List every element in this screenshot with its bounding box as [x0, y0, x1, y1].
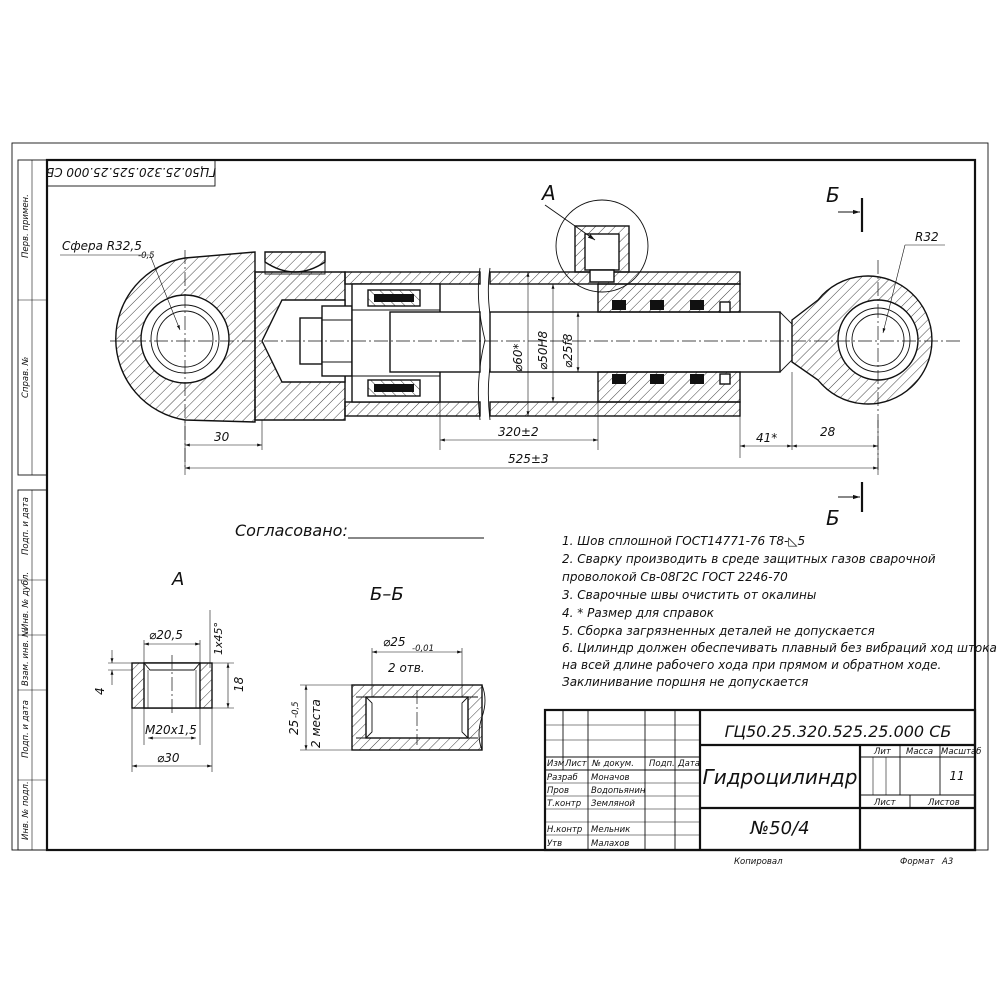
- strip-label-4: Взам. инв. №: [21, 628, 31, 686]
- dim-d50: ⌀50H8: [536, 330, 550, 370]
- dim-bb-d25-tol: -0,01: [412, 644, 434, 654]
- stamp-col-list: Лист: [564, 759, 588, 769]
- stamp-lit-header: Лит: [873, 747, 892, 757]
- stamp-name-2: Земляной: [591, 799, 635, 809]
- dim-bb-holes: 2 отв.: [388, 661, 425, 675]
- section-b-bottom: Б: [826, 506, 840, 530]
- stamp-role-0: Разраб: [547, 773, 578, 783]
- stamp-scale-value: 11: [949, 769, 964, 783]
- stamp-col-izm: Изм: [547, 759, 565, 769]
- title-block: ГЦ50.25.320.525.25.000 СБ Изм Лист № док…: [543, 708, 981, 852]
- mirrored-designation-box: [46, 159, 216, 187]
- dim-41: 41*: [756, 431, 777, 445]
- dim-a-chamfer: 1х45°: [212, 622, 225, 655]
- dim-a-d30: ⌀30: [157, 751, 180, 765]
- stamp-col-doc: № докум.: [591, 759, 634, 769]
- view-bb-title: Б–Б: [370, 584, 404, 605]
- strip-label-5: Подп. и дата: [21, 700, 31, 758]
- stamp-mass-header: Масса: [906, 747, 933, 757]
- dim-a-18: 18: [232, 676, 246, 692]
- section-b-top: Б: [826, 183, 840, 207]
- stamp-col-date: Дата: [677, 759, 700, 769]
- dim-a-thread: М20х1,5: [145, 723, 197, 737]
- stamp-role-1: Пров: [547, 786, 569, 796]
- note-line-4: 4. * Размер для справок: [562, 606, 715, 620]
- dim-a-4: 4: [93, 687, 107, 695]
- main-dimensions: Сфера R32,5 -0,5 R32 ⌀60* ⌀50H8 ⌀25f8 30…: [60, 230, 945, 475]
- note-line-5: 5. Сборка загрязненных деталей не допуск…: [562, 624, 875, 638]
- stamp-name-1: Водопьянин: [591, 786, 646, 796]
- dim-bb-25: 25: [287, 720, 301, 735]
- section-marks: А Б Б: [540, 181, 864, 530]
- approval-label: Согласовано:: [235, 521, 348, 540]
- dim-320: 320±2: [498, 425, 539, 439]
- note-line-8: Заклинивание поршня не допускается: [562, 675, 808, 689]
- technical-notes: 1. Шов сплошной ГОСТ14771-76 Т8-◺5 2. Св…: [562, 534, 997, 689]
- note-line-1: 2. Сварку производить в среде защитных г…: [562, 552, 936, 566]
- dim-525: 525±3: [508, 452, 549, 466]
- note-line-6: 6. Цилиндр должен обеспечивать плавный б…: [562, 641, 997, 655]
- format-label: Формат: [900, 857, 936, 867]
- drawing-title: Гидроцилиндр: [703, 765, 858, 789]
- dim-r32: R32: [915, 230, 939, 244]
- dim-sphere-tol: -0,5: [138, 251, 155, 261]
- section-a-label: А: [540, 181, 556, 205]
- dim-a-d205: ⌀20,5: [149, 628, 183, 642]
- stamp-name-5: Малахов: [591, 839, 629, 849]
- stamp-name-4: Мельник: [591, 825, 631, 835]
- note-line-0: 1. Шов сплошной ГОСТ14771-76 Т8-◺5: [562, 534, 805, 548]
- format-value: А3: [941, 857, 953, 867]
- stamp-role-5: Утв: [547, 839, 562, 849]
- stamp-sheet-label: Лист: [873, 798, 897, 808]
- strip-label-6: Инв. № подл.: [21, 781, 31, 840]
- dim-sphere: Сфера R32,5: [62, 239, 142, 253]
- strip-label-0: Перв. примен.: [21, 194, 31, 258]
- designation: ГЦ50.25.320.525.25.000 СБ: [725, 722, 952, 741]
- dim-d25: ⌀25f8: [561, 333, 575, 368]
- view-bb: Б–Б ⌀25 -0,01 2 отв. 25 -0,5 2 места: [287, 584, 486, 751]
- strip-label-1: Справ. №: [21, 356, 31, 398]
- strip-label-2: Подп. и дата: [21, 497, 31, 555]
- note-line-3: 3. Сварочные швы очистить от окалины: [562, 588, 816, 602]
- cylinder-main-view: [110, 199, 960, 470]
- dim-28: 28: [820, 425, 836, 439]
- dim-bb-places: 2 места: [309, 699, 323, 748]
- copied-label: Копировал: [734, 857, 783, 867]
- dim-bb-25-tol: -0,5: [291, 701, 301, 718]
- view-a-title: А: [171, 569, 184, 590]
- stamp-col-sign: Подп.: [649, 759, 675, 769]
- stamp-role-2: Т.контр: [547, 799, 581, 809]
- dim-30: 30: [214, 430, 230, 444]
- dim-d60: ⌀60*: [511, 344, 525, 373]
- note-line-2: проволокой Св-08Г2С ГОСТ 2246-70: [562, 570, 788, 584]
- stamp-scale-header: Масштаб: [941, 747, 981, 757]
- view-a: А ⌀20,5 1х45° 4 18 М20х1,5 ⌀30: [93, 569, 246, 772]
- note-line-7: на всей длине рабочего хода при прямом и…: [562, 658, 941, 672]
- mirrored-designation: ГЦ50.25.320.525.25.000 СБ: [46, 165, 216, 179]
- stamp-name-0: Моначов: [591, 773, 630, 783]
- dim-bb-d25: ⌀25: [383, 635, 406, 649]
- drawing-number: №50/4: [749, 818, 809, 839]
- side-strip: Перв. примен. Справ. № Подп. и дата Инв.…: [17, 159, 48, 851]
- strip-label-3: Инв. № дубл.: [21, 572, 31, 630]
- stamp-sheets-label: Листов: [927, 798, 960, 808]
- stamp-role-4: Н.контр: [547, 825, 582, 835]
